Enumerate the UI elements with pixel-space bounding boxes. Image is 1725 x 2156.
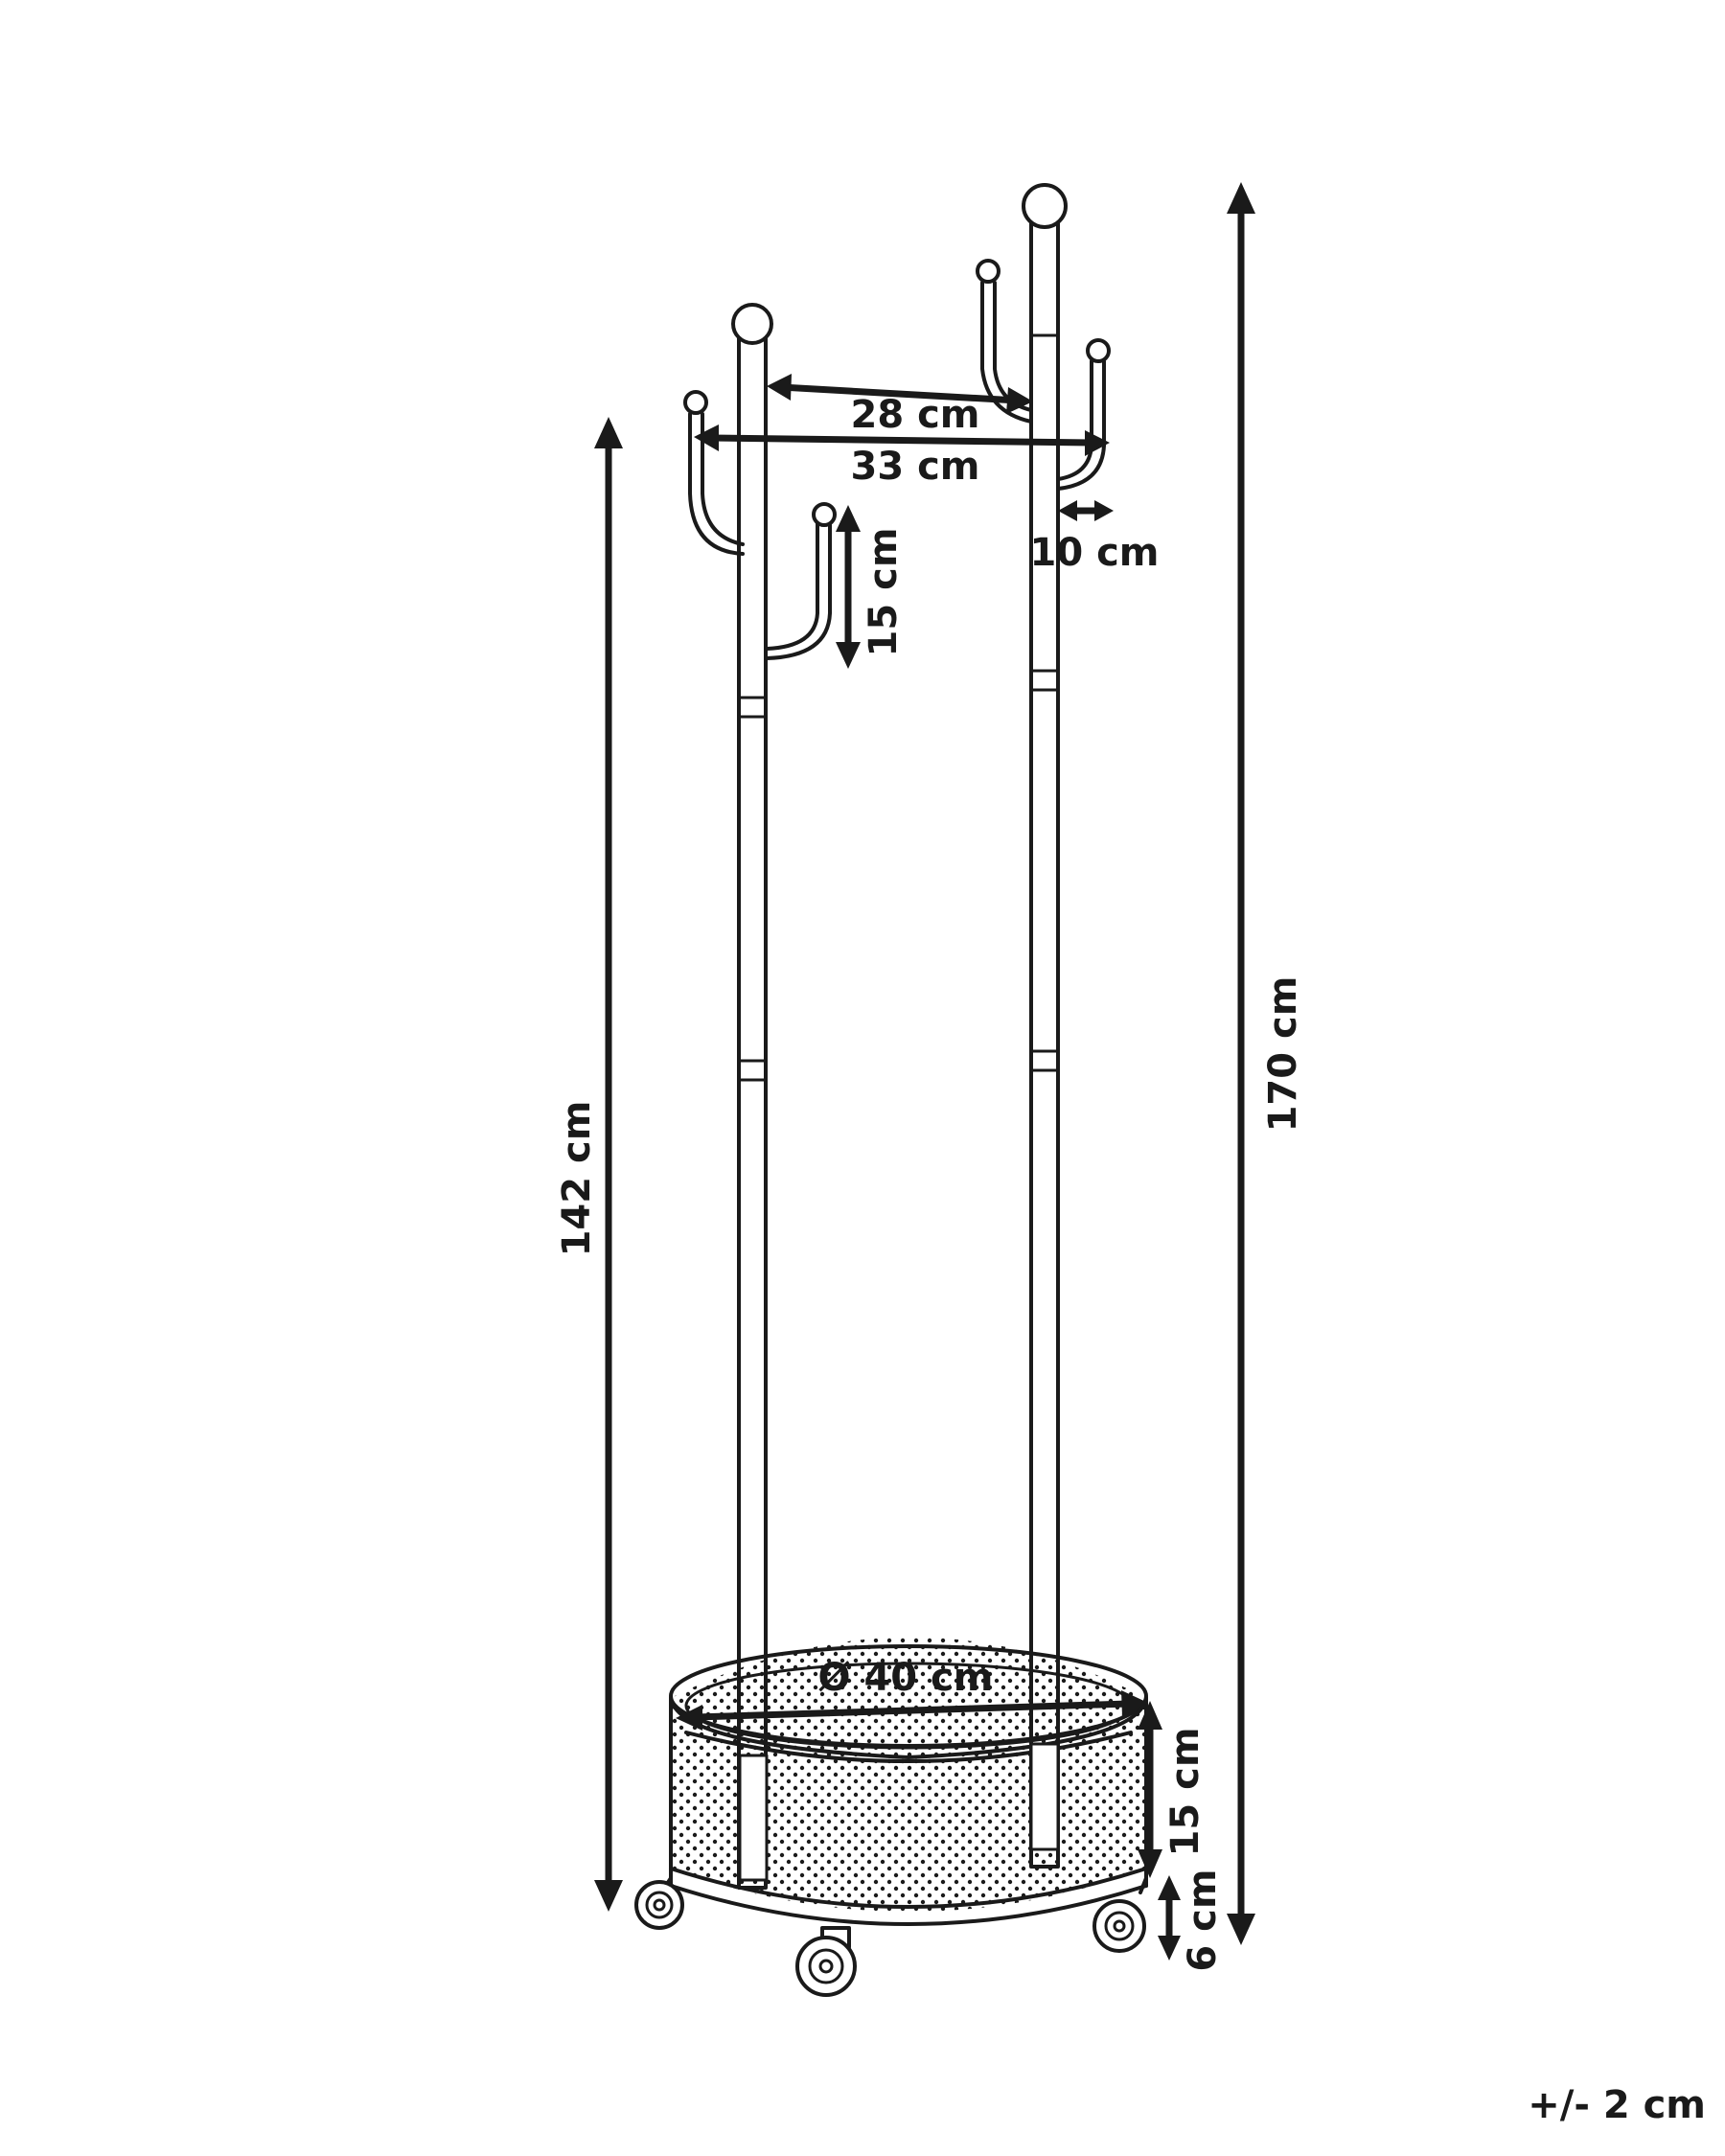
hook-left-lower bbox=[765, 502, 837, 660]
label-33cm: 33 cm bbox=[851, 445, 980, 489]
wheel-front bbox=[795, 1926, 857, 1997]
label-28cm: 28 cm bbox=[851, 393, 980, 437]
wheel-left bbox=[634, 1876, 684, 1930]
dimension-labels: 28 cm 33 cm 10 cm 15 cm 142 cm 170 cm Ø … bbox=[555, 393, 1706, 2127]
label-40cm: Ø 40 cm bbox=[818, 1656, 994, 1700]
hook-right-lower bbox=[1056, 338, 1111, 491]
hook-left-upper bbox=[683, 390, 745, 556]
dimension-15cm-hook bbox=[836, 505, 861, 669]
dimension-6cm bbox=[1158, 1875, 1181, 1961]
dimension-10cm bbox=[1058, 500, 1114, 521]
dimension-33cm bbox=[694, 424, 1110, 456]
right-pole bbox=[1029, 217, 1060, 1869]
label-10cm: 10 cm bbox=[1030, 531, 1160, 575]
dimension-170cm bbox=[1227, 182, 1255, 1945]
dimension-28cm bbox=[767, 374, 1033, 414]
dimension-142cm bbox=[594, 417, 623, 1912]
left-pole bbox=[737, 333, 768, 1890]
label-tolerance: +/- 2 cm bbox=[1528, 2083, 1706, 2127]
dimension-40cm bbox=[676, 1690, 1148, 1731]
left-pole-finial bbox=[731, 303, 773, 345]
label-15cm-basket: 15 cm bbox=[1163, 1728, 1208, 1857]
dimension-lines bbox=[594, 182, 1255, 1961]
label-15cm-hook: 15 cm bbox=[862, 528, 906, 657]
wheel-right bbox=[1092, 1876, 1148, 1953]
label-6cm: 6 cm bbox=[1181, 1869, 1225, 1971]
label-170cm: 170 cm bbox=[1261, 976, 1305, 1133]
right-pole-finial bbox=[1022, 183, 1068, 229]
label-142cm: 142 cm bbox=[555, 1101, 599, 1257]
dimension-15cm-basket bbox=[1138, 1701, 1162, 1878]
